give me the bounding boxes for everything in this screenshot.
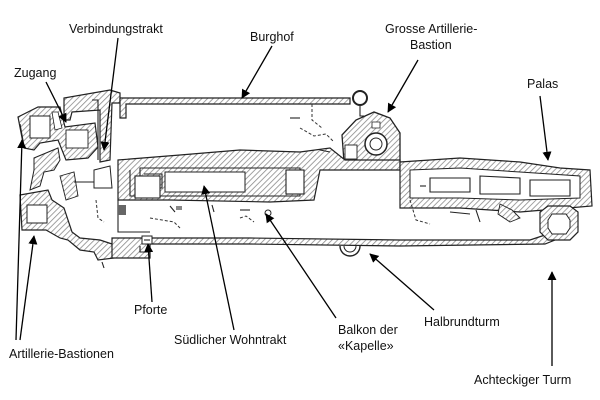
arrow-pforte xyxy=(144,243,154,303)
label-palas: Palas xyxy=(527,77,558,91)
label-suedlicher-wohntrakt: Südlicher Wohntrakt xyxy=(174,333,287,347)
label-artillerie-bastionen: Artillerie-Bastionen xyxy=(9,347,114,361)
arrow-verbindungstrakt xyxy=(100,37,119,151)
label-grosse-line1: Grosse Artillerie- xyxy=(385,22,477,36)
arrow-burghof xyxy=(241,45,273,99)
achteckiger-turm-structure xyxy=(539,205,579,241)
palas-structure xyxy=(399,157,593,225)
label-burghof: Burghof xyxy=(250,30,294,44)
label-achteckiger-turm: Achteckiger Turm xyxy=(474,373,571,387)
arrow-grosse-bastion xyxy=(387,59,419,113)
arrow-bastionen-1 xyxy=(15,139,27,341)
arrow-palas xyxy=(539,95,552,161)
labels: Zugang Verbindungstrakt Burghof Grosse A… xyxy=(9,22,571,387)
leader-arrows xyxy=(15,37,557,366)
label-balkon-line1: Balkon der xyxy=(338,323,398,337)
zugang-structure xyxy=(17,106,99,161)
arrow-bastionen-2 xyxy=(19,235,38,341)
plan-drawing xyxy=(17,89,593,269)
arrow-wohntrakt xyxy=(201,185,235,331)
suedlicher-wohntrakt-structure xyxy=(117,147,401,233)
pforte-gate xyxy=(141,235,153,245)
grosse-artillerie-bastion-structure xyxy=(341,111,401,163)
burghof-north-wall xyxy=(119,90,368,129)
arrow-zugang xyxy=(45,81,67,123)
label-halbrundturm: Halbrundturm xyxy=(424,315,500,329)
south-outer-wall xyxy=(111,231,561,259)
arrow-halbrundturm xyxy=(369,253,435,311)
label-pforte: Pforte xyxy=(134,303,167,317)
label-verbindungstrakt: Verbindungstrakt xyxy=(69,22,163,36)
label-zugang: Zugang xyxy=(14,66,56,80)
artillerie-bastionen-structure xyxy=(19,147,115,269)
label-grosse-line2: Bastion xyxy=(410,38,452,52)
arrow-balkon xyxy=(265,213,337,319)
halbrundturm-structure xyxy=(339,245,361,257)
label-balkon-line2: «Kapelle» xyxy=(338,339,394,353)
courtyard-ruins xyxy=(239,127,335,223)
